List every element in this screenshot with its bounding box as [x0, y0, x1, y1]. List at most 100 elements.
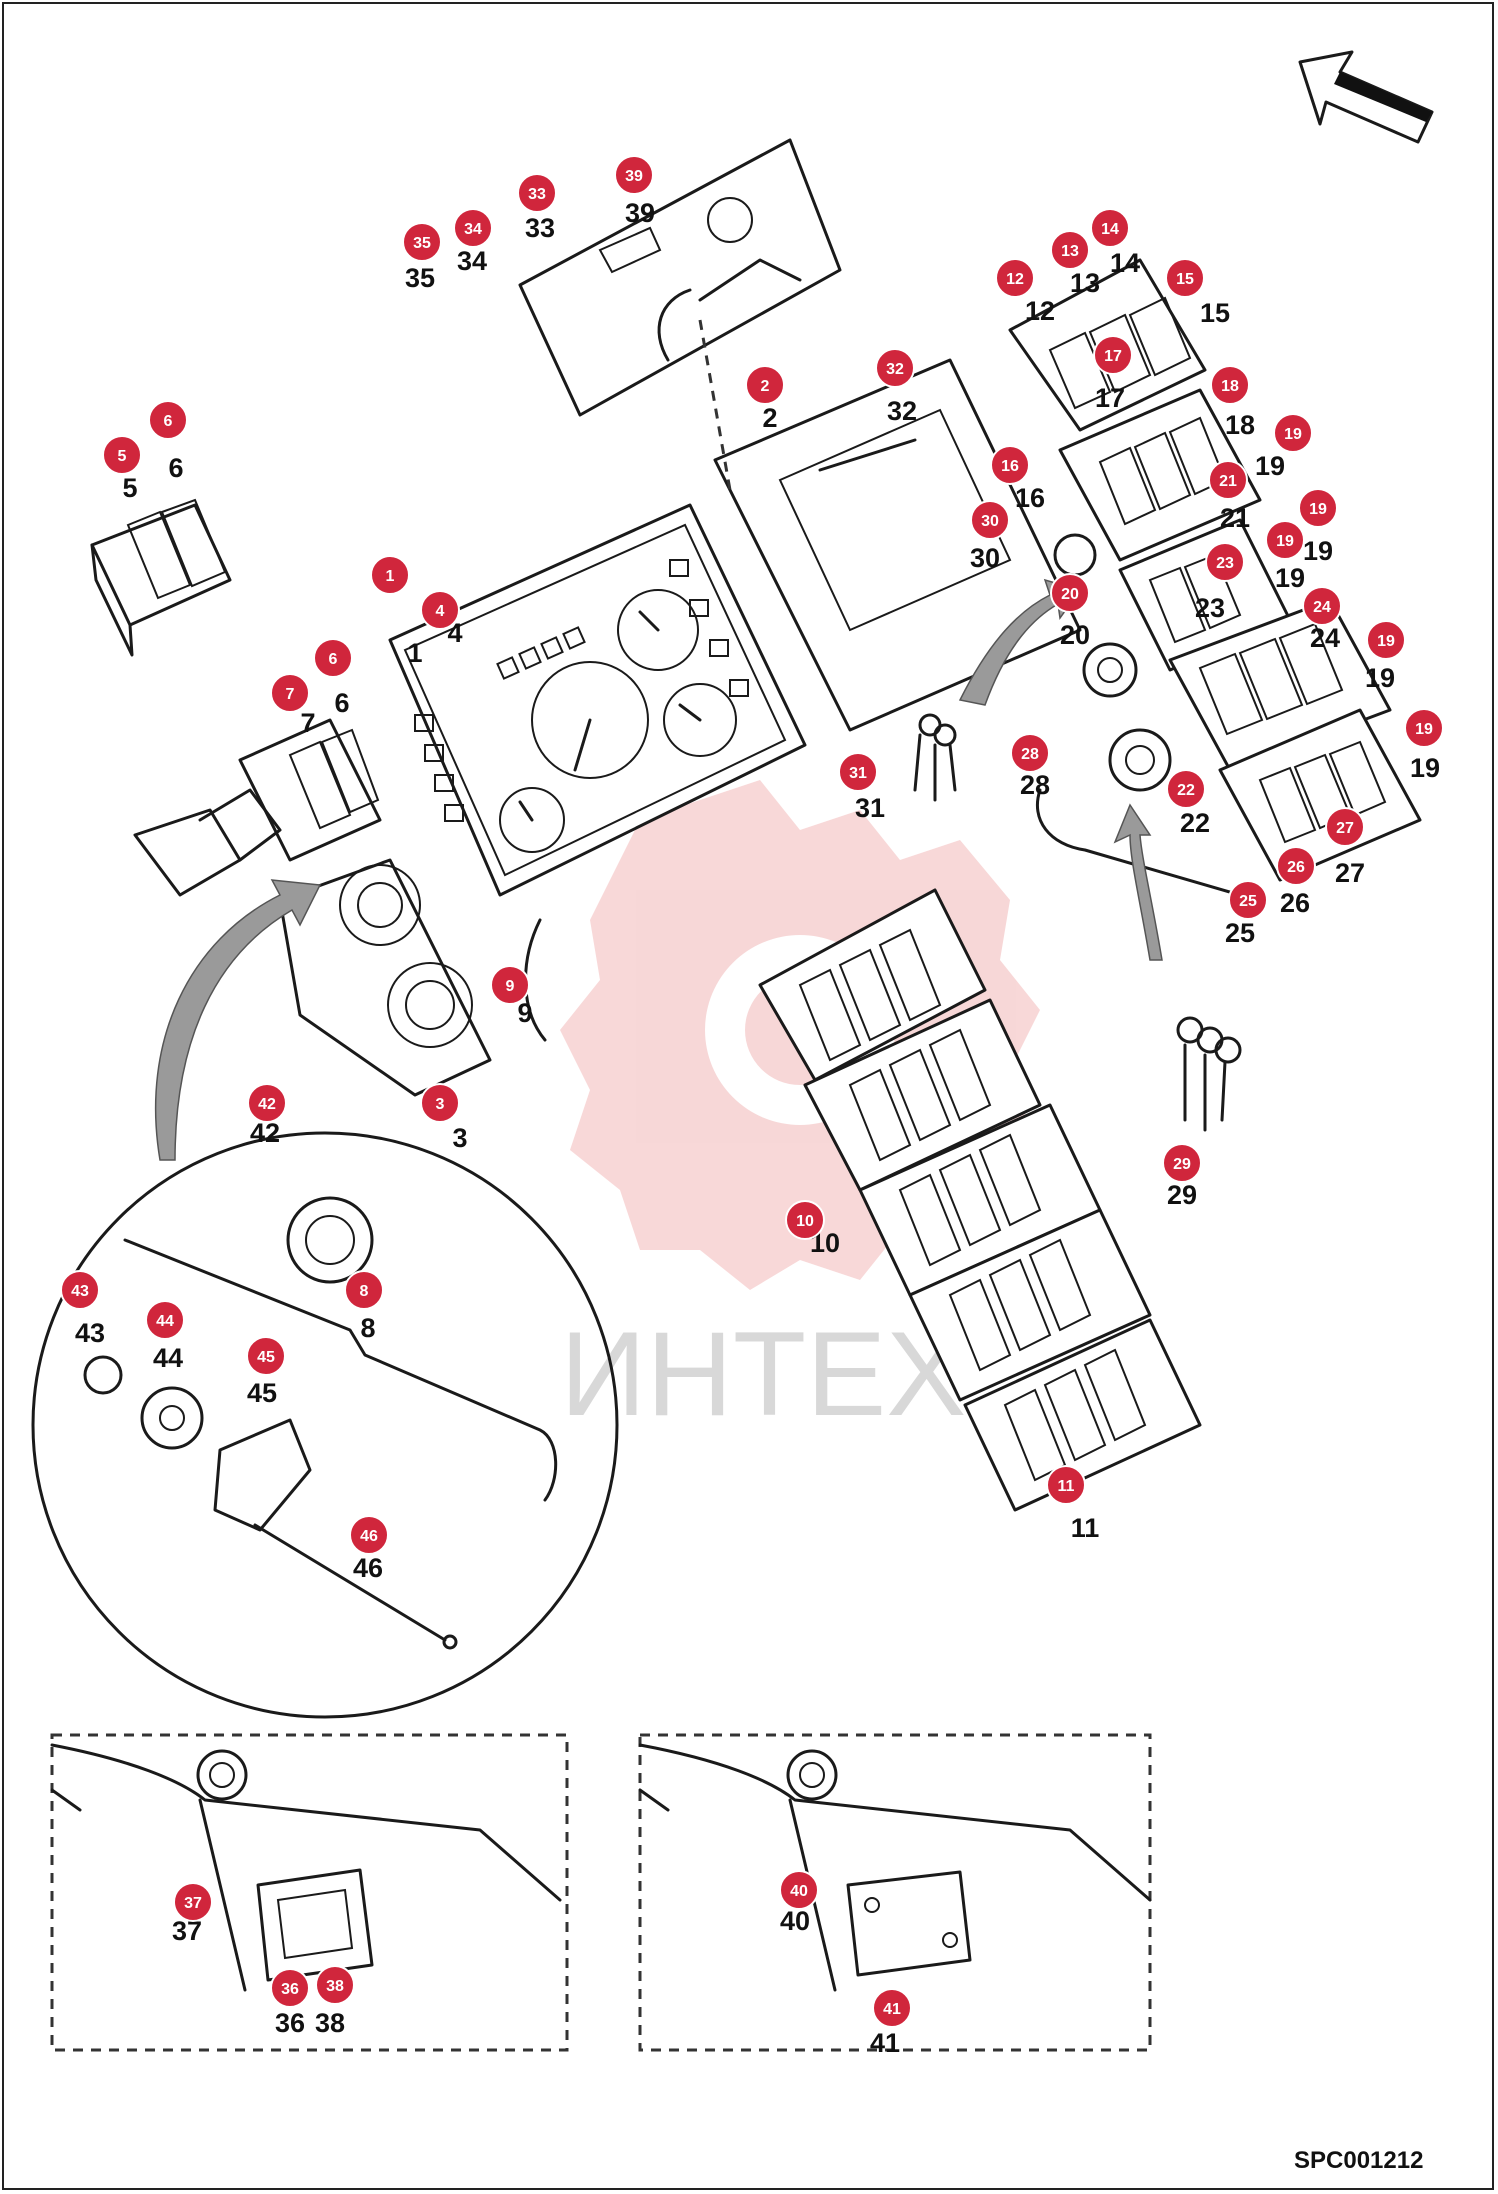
callout-badge [1265, 520, 1305, 560]
callout-badge [1276, 846, 1316, 886]
callout-badge [1302, 586, 1342, 626]
callout-label: 27 [1335, 858, 1365, 888]
callout-label: 30 [970, 543, 1000, 573]
callout-badge [745, 365, 785, 405]
callout-badge [1298, 488, 1338, 528]
callout-c41: 41 41 [870, 1988, 912, 2058]
callout-c12: 1212 [995, 258, 1055, 326]
callout-label: 6 [334, 688, 349, 718]
callout-badge-label: 44 [156, 1313, 174, 1330]
callout-label: 39 [625, 198, 655, 228]
callout-badge [517, 173, 557, 213]
callout-badge [453, 208, 493, 248]
callout-badge-label: 46 [360, 1528, 378, 1545]
callout-badge-label: 33 [528, 186, 546, 203]
callout-badge-label: 40 [790, 1883, 808, 1900]
callout-badge-label: 1 [386, 568, 395, 585]
callout-label: 31 [855, 793, 885, 823]
callout-badge [1165, 258, 1205, 298]
callout-label: 9 [517, 998, 532, 1028]
hood-plate [518, 138, 842, 417]
callout-badge-label: 8 [360, 1283, 369, 1300]
callout-badge-label: 29 [1173, 1156, 1191, 1173]
callout-label: 42 [250, 1118, 280, 1148]
callout-label: 33 [525, 213, 555, 243]
callout-badge-label: 19 [1377, 633, 1395, 650]
callout-badge [490, 965, 530, 1005]
callout-badge [1162, 1143, 1202, 1183]
callout-badge [173, 1882, 213, 1922]
callout-c2: 22 [745, 365, 785, 433]
callout-badge [1046, 1465, 1086, 1505]
callout-label: 13 [1070, 268, 1100, 298]
callout-label: 41 [870, 2028, 900, 2058]
callout-badge-label: 3 [436, 1096, 445, 1113]
callout-c6a: 66 [148, 400, 188, 483]
callout-badge [1208, 460, 1248, 500]
callout-badge-label: 18 [1221, 378, 1239, 395]
callout-badge [60, 1270, 100, 1310]
callout-badge-label: 14 [1101, 221, 1119, 238]
callout-badge [1050, 230, 1090, 270]
callout-label: 43 [75, 1318, 105, 1348]
callout-badge-label: 23 [1216, 555, 1234, 572]
callout-label: 19 [1410, 753, 1440, 783]
callout-label: 35 [405, 263, 435, 293]
callout-badge-label: 36 [281, 1981, 299, 1998]
callout-label: 22 [1180, 808, 1210, 838]
callout-badge-label: 20 [1061, 586, 1079, 603]
callout-label: 19 [1303, 536, 1333, 566]
callout-c43: 43 43 [60, 1270, 105, 1348]
callout-badge [145, 1300, 185, 1340]
callout-badge-label: 4 [436, 603, 445, 620]
callout-label: 1 [407, 638, 422, 668]
callout-c4: 44 [420, 590, 463, 648]
callout-label: 29 [1167, 1180, 1197, 1210]
callout-badge-label: 43 [71, 1283, 89, 1300]
callout-badge-label: 39 [625, 168, 643, 185]
callout-badge [370, 555, 410, 595]
callout-badge [420, 590, 460, 630]
callout-badge-label: 13 [1061, 243, 1079, 260]
callout-badge-label: 41 [883, 2001, 901, 2018]
callout-badge [970, 500, 1010, 540]
callout-badge [102, 435, 142, 475]
callout-badge [313, 638, 353, 678]
switch-pair-top-left [90, 498, 232, 657]
callout-label: 28 [1020, 770, 1050, 800]
callout-label: 2 [762, 403, 777, 433]
callout-badge [1010, 733, 1050, 773]
callout-badge-label: 24 [1313, 599, 1331, 616]
callout-badge [875, 348, 915, 388]
callout-label: 8 [360, 1313, 375, 1343]
callout-label: 19 [1365, 663, 1395, 693]
callout-c5: 55 [102, 435, 142, 503]
front-direction-arrow [1298, 50, 1434, 144]
callout-badge-label: 11 [1058, 1478, 1075, 1495]
callout-label: 36 [275, 2008, 305, 2038]
callout-label: 19 [1275, 563, 1305, 593]
callout-label: 12 [1025, 296, 1055, 326]
callout-badge-label: 45 [257, 1349, 275, 1366]
callout-badge-label: 42 [258, 1096, 276, 1113]
callout-badge [246, 1336, 286, 1376]
callout-badge-label: 2 [761, 378, 770, 395]
switch-panel-grid [758, 888, 1202, 1512]
callout-label: 44 [153, 1343, 183, 1373]
callout-badge [270, 673, 310, 713]
callout-label: 34 [457, 246, 487, 276]
